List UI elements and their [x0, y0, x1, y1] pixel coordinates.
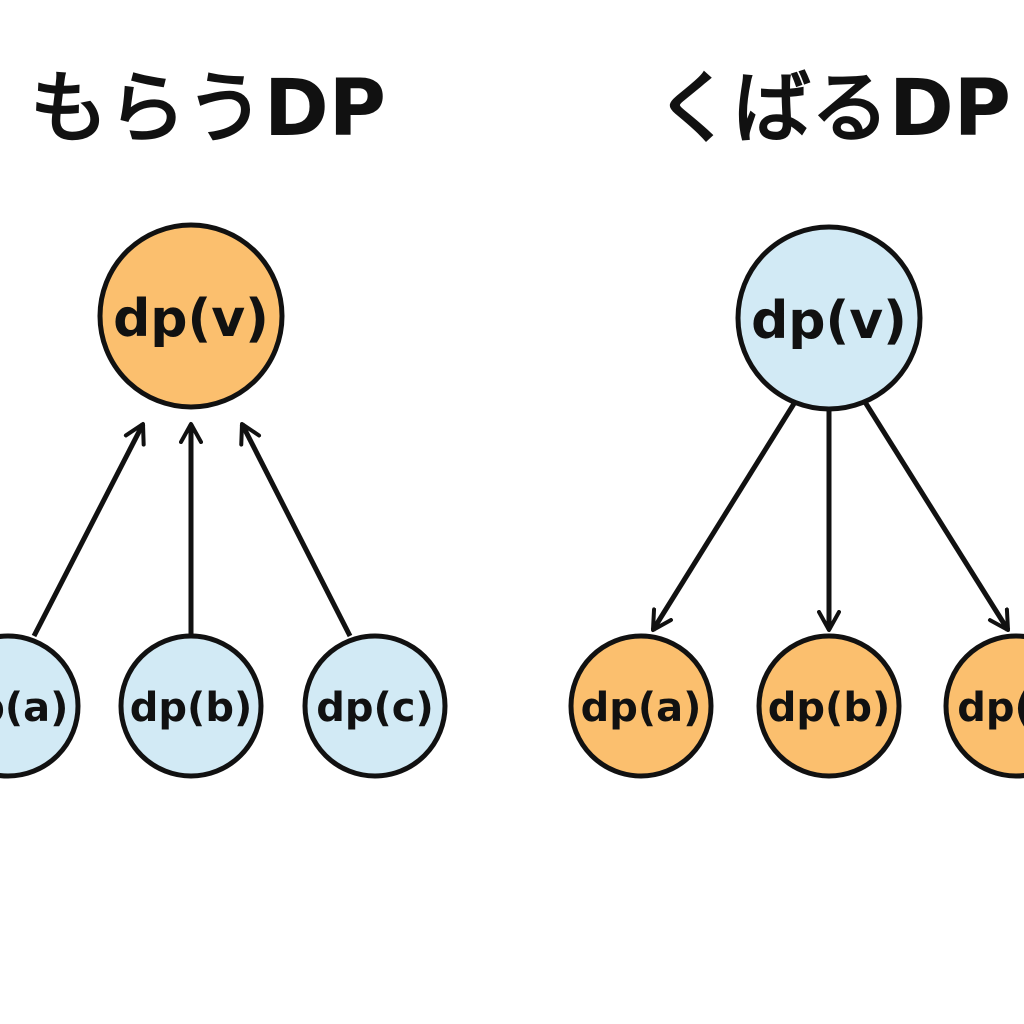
edge-v-to-a — [650, 400, 798, 632]
svg-text:dp(c): dp(c) — [316, 685, 434, 731]
node-root-left: dp(v) — [97, 222, 285, 410]
node-child-b-left: dp(b) — [118, 633, 264, 779]
svg-text:dp(v): dp(v) — [113, 289, 269, 349]
node-child-b-right: dp(b) — [756, 633, 902, 779]
edge-v-to-c — [862, 400, 1011, 632]
node-child-a-right: dp(a) — [568, 633, 714, 779]
node-child-a-left: dp(a) — [0, 633, 81, 779]
svg-text:dp(v): dp(v) — [751, 291, 907, 351]
node-child-c-left: dp(c) — [302, 633, 448, 779]
edge-c-to-v — [239, 422, 353, 638]
kubaru-dp-group: dp(v) dp(a) dp(b) dp(c) — [568, 224, 1024, 779]
svg-text:dp(a): dp(a) — [0, 685, 68, 731]
svg-text:dp(b): dp(b) — [130, 685, 252, 731]
svg-text:dp(a): dp(a) — [581, 685, 702, 731]
morau-dp-group: dp(v) dp(a) dp(b) dp(c) — [0, 222, 448, 779]
title-morau-dp: もらうDP — [30, 64, 386, 154]
edge-a-to-v — [31, 422, 146, 638]
svg-text:dp(b): dp(b) — [768, 685, 890, 731]
node-child-c-right: dp(c) — [943, 633, 1024, 779]
node-root-right: dp(v) — [735, 224, 923, 412]
title-kubaru-dp: くばるDP — [655, 64, 1011, 154]
svg-text:dp(c): dp(c) — [957, 685, 1024, 731]
